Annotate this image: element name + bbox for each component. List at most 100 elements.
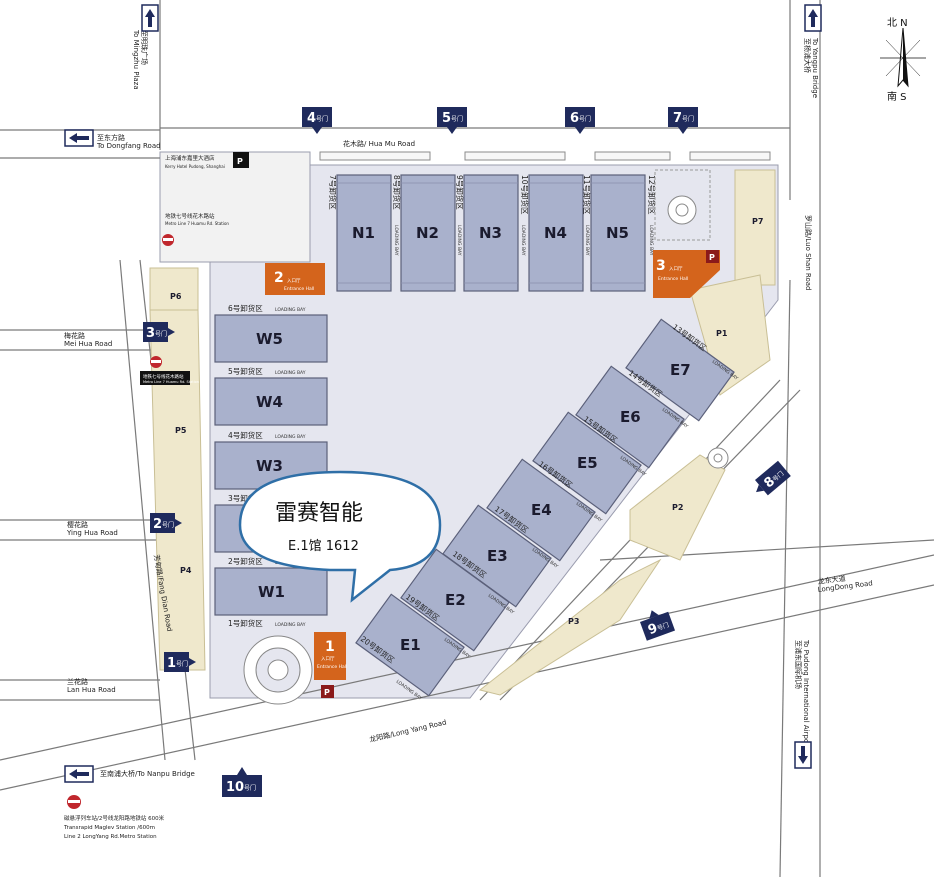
- parking-p2: P2: [672, 503, 683, 512]
- gate-4[interactable]: 4 号门: [302, 107, 332, 134]
- metro-logo-icon: [162, 234, 174, 246]
- hotel-block: P 上海浦东嘉里大酒店 Kerry Hotel Pudong, Shanghai…: [162, 152, 249, 246]
- maglev-station: 磁悬浮列车站/2号线龙阳路地铁站 600米 Transrapid Maglev …: [63, 795, 165, 840]
- hall-e5[interactable]: [532, 411, 642, 515]
- gate-1[interactable]: 1 号门: [164, 652, 196, 672]
- hall-w1-label: W1: [258, 583, 285, 601]
- kerry-hotel-cn: 上海浦东嘉里大酒店: [165, 154, 215, 162]
- gate-3[interactable]: 3 号门: [143, 322, 175, 342]
- loading-bay-w6: LOADING BAY: [275, 307, 306, 313]
- bay-11: 11号卸货区: [582, 175, 592, 215]
- hall-w4[interactable]: [214, 377, 328, 426]
- gate-9[interactable]: 9 号门: [638, 605, 676, 641]
- gate-5[interactable]: 5 号门: [437, 107, 467, 134]
- arrow-up-icon-yangpu: [804, 4, 822, 32]
- airport: To Pudong International Airport: [802, 639, 810, 749]
- compass-south: 南 S: [887, 90, 907, 103]
- gate-10-sub: 号门: [244, 784, 256, 792]
- hall-w1[interactable]: [214, 567, 328, 616]
- hall-e1-label: E1: [400, 636, 421, 654]
- long-yang-road: 龙阳路/Long Yang Road: [368, 717, 447, 743]
- parking-areas: [149, 169, 776, 696]
- parking-icon-e1: [321, 685, 334, 698]
- bay-6: 6号卸货区: [228, 303, 263, 313]
- gate-2[interactable]: 2 号门: [150, 513, 182, 533]
- entrance-hall-3[interactable]: 3 入口厅 Entrance Hall P: [653, 250, 720, 298]
- hall-e7-label: E7: [670, 361, 691, 379]
- parking-icon-e3-label: P: [709, 253, 715, 262]
- dongfang-road-cn: 至东方路: [97, 133, 125, 142]
- bay-9: 9号卸货区: [455, 175, 465, 210]
- hall-e4[interactable]: [486, 458, 596, 562]
- gate-7[interactable]: 7 号门: [668, 107, 698, 134]
- gate-1-sub: 号门: [176, 660, 188, 668]
- bay-7: 7号卸货区: [328, 175, 338, 210]
- bay-8: 8号卸货区: [392, 175, 402, 210]
- gate-4-sub: 号门: [316, 115, 328, 123]
- gate-7-sub: 号门: [682, 115, 694, 123]
- metro7-cn-mid: 地铁七号线花木路站: [143, 373, 184, 380]
- loading-bay-n2: LOADING BAY: [456, 225, 462, 256]
- hall-w5-label: W5: [256, 330, 283, 348]
- parking-p7: P7: [752, 217, 763, 226]
- gate-2-sub: 号门: [162, 521, 174, 529]
- ying-hua-road-cn: 樱花路: [67, 520, 88, 529]
- hall-w4-label: W4: [256, 393, 283, 411]
- gate-10[interactable]: 10 号门: [222, 767, 262, 797]
- south-west-roundabout: [243, 635, 313, 705]
- parking-icon-hotel: [233, 152, 249, 168]
- arrow-left-icon-nanpu: [64, 765, 94, 783]
- gates: 4 号门 5 号门 6 号门 7 号门 3 号门 2 号门: [143, 107, 791, 797]
- parking-p5: P5: [175, 426, 187, 435]
- hua-mu-dividers: [319, 151, 771, 161]
- gate-8[interactable]: 8 号门: [750, 460, 791, 500]
- east-halls: E7 E6 E5 E4 E3 E2 E1 13号卸货区 14号卸货区 15号卸货…: [355, 318, 739, 702]
- hall-e7[interactable]: [625, 318, 735, 422]
- hall-e6[interactable]: [575, 365, 685, 469]
- metro7-top: Metro Line 7 Huamu Rd. Station: [165, 221, 229, 226]
- gate-5-num: 5: [442, 111, 451, 126]
- maglev-2: Line 2 LongYang Rd.Metro Station: [64, 834, 157, 840]
- metro-logo-icon: [67, 795, 81, 809]
- parking-p1: P1: [716, 329, 728, 338]
- entrance-2-cn: 入口厅: [287, 278, 301, 284]
- gate-3-sub: 号门: [155, 330, 167, 338]
- lan-hua-road: Lan Hua Road: [67, 686, 116, 694]
- hall-e5-label: E5: [577, 454, 598, 472]
- hall-e2[interactable]: [400, 548, 510, 652]
- longdong-road-cn: 龙东大道: [817, 574, 846, 586]
- parking-p4: P4: [180, 566, 192, 575]
- bay-3: 3号卸货区: [228, 493, 263, 503]
- gate-7-num: 7: [673, 111, 682, 126]
- metro-station-mei-hua: 地铁七号线花木路站 Metro Line 7 Huamu Rd. Station: [140, 356, 199, 385]
- hua-mu-road: 花木路/ Hua Mu Road: [343, 139, 415, 148]
- booth-callout: 雷赛智能 E.1馆 1612: [238, 470, 442, 603]
- gate-6[interactable]: 6 号门: [565, 107, 595, 134]
- entrance-hall-2[interactable]: 2 入口厅 Entrance Hall: [265, 263, 325, 295]
- kerry-hotel: Kerry Hotel Pudong, Shanghai: [165, 164, 225, 169]
- entrance-1-en: Entrance Hall: [317, 664, 347, 670]
- nanpu-bridge: 至南浦大桥/To Nanpu Bridge: [100, 769, 195, 778]
- maglev-cn: 磁悬浮列车站/2号线龙阳路地铁站 600米: [64, 814, 165, 822]
- gate-6-num: 6: [570, 111, 579, 126]
- compass-north: 北 N: [887, 17, 908, 29]
- hall-n2-label: N2: [416, 224, 439, 242]
- callout-title: 雷赛智能: [275, 501, 363, 526]
- loading-bay-w4: LOADING BAY: [275, 434, 306, 440]
- entrance-2-num: 2: [274, 270, 284, 286]
- dongfang-road: To Dongfang Road: [96, 142, 161, 150]
- hall-e6-label: E6: [620, 408, 641, 426]
- mei-hua-road-cn: 梅花路: [64, 331, 85, 340]
- parking-icon-e3: [706, 250, 719, 263]
- entrance-3-cn: 入口厅: [669, 266, 683, 272]
- yangpu-cn: 至杨浦大桥: [803, 38, 812, 73]
- hall-e1[interactable]: [355, 593, 465, 697]
- loading-bay-n3: LOADING BAY: [520, 225, 526, 256]
- gate-2-num: 2: [153, 517, 162, 532]
- entrance-hall-1[interactable]: 1 入口厅 Entrance Hall P: [314, 632, 347, 698]
- mingzhu-cn: 至明珠广场: [140, 30, 149, 65]
- gate-9-sub: 号门: [656, 621, 670, 633]
- yangpu: To Yangpu Bridge: [811, 37, 819, 98]
- arrow-left-icon-dongfang: [64, 129, 94, 147]
- hall-w5[interactable]: [214, 314, 328, 363]
